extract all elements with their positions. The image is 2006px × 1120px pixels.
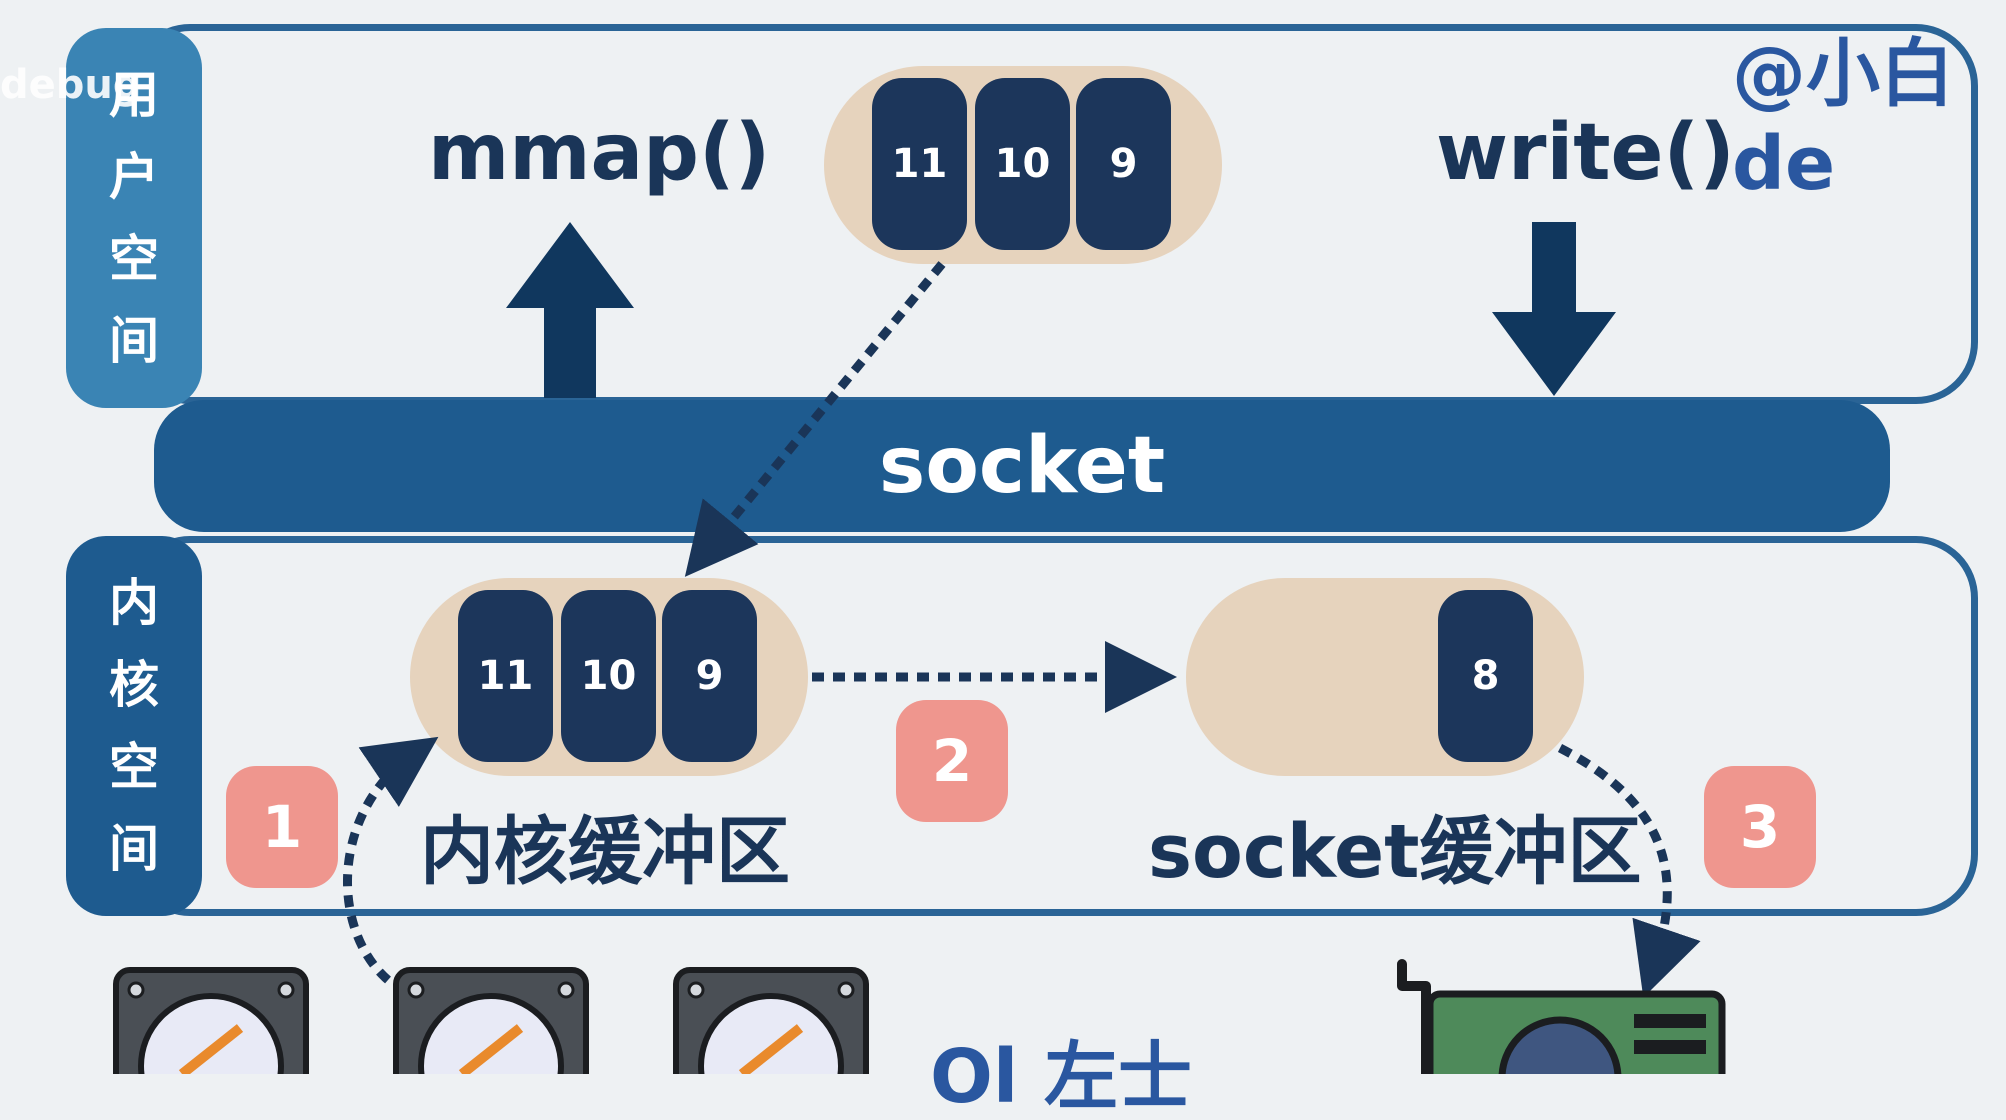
step-badge-3: 3 <box>1704 766 1816 888</box>
kernel-space-label: 内 核 空 间 <box>66 536 202 916</box>
kernel-space-char: 核 <box>109 656 159 714</box>
step-badge-1: 1 <box>226 766 338 888</box>
user-space-char: 户 <box>109 148 159 206</box>
socket-bar: socket <box>154 400 1890 532</box>
data-block: 9 <box>662 590 757 762</box>
arrow-down-icon <box>1492 222 1616 396</box>
bottom-caption: Ol 左士 <box>930 1034 1193 1120</box>
data-block: 11 <box>872 78 967 250</box>
data-block: 10 <box>975 78 1070 250</box>
data-block: 10 <box>561 590 656 762</box>
step-badge-2: 2 <box>896 700 1008 822</box>
kernel-space-char: 内 <box>109 574 159 632</box>
user-space-char: 空 <box>109 230 159 288</box>
arrow-up-icon <box>506 222 634 398</box>
dotted-arrow-icon <box>684 261 946 577</box>
hard-disk-icon <box>113 967 309 1074</box>
dotted-arrow-icon <box>342 736 439 984</box>
data-block: 8 <box>1438 590 1533 762</box>
mmap-label: mmap() <box>428 108 771 198</box>
data-block: 9 <box>1076 78 1171 250</box>
kernel-space-char: 空 <box>109 738 159 796</box>
user-space-label: 用 户 空 间 <box>66 28 202 408</box>
dotted-arrow-icon <box>1557 744 1701 998</box>
kernel-space-char: 间 <box>109 820 159 878</box>
watermark-text: debug <box>0 62 142 108</box>
socket-buffer-label: socket缓冲区 <box>1148 809 1642 895</box>
network-card-icon <box>1397 959 1726 1074</box>
write-label: write() <box>1436 108 1735 198</box>
kernel-buffer-label: 内核缓冲区 <box>420 809 790 895</box>
dotted-arrow-overlay <box>342 261 1701 998</box>
user-space-char: 间 <box>109 312 159 370</box>
hard-disk-icon <box>673 967 869 1074</box>
author-handle: @小白de <box>1732 31 1954 207</box>
data-block: 11 <box>458 590 553 762</box>
user-space-char: 用 <box>109 66 159 124</box>
hard-disk-icon <box>393 967 589 1074</box>
